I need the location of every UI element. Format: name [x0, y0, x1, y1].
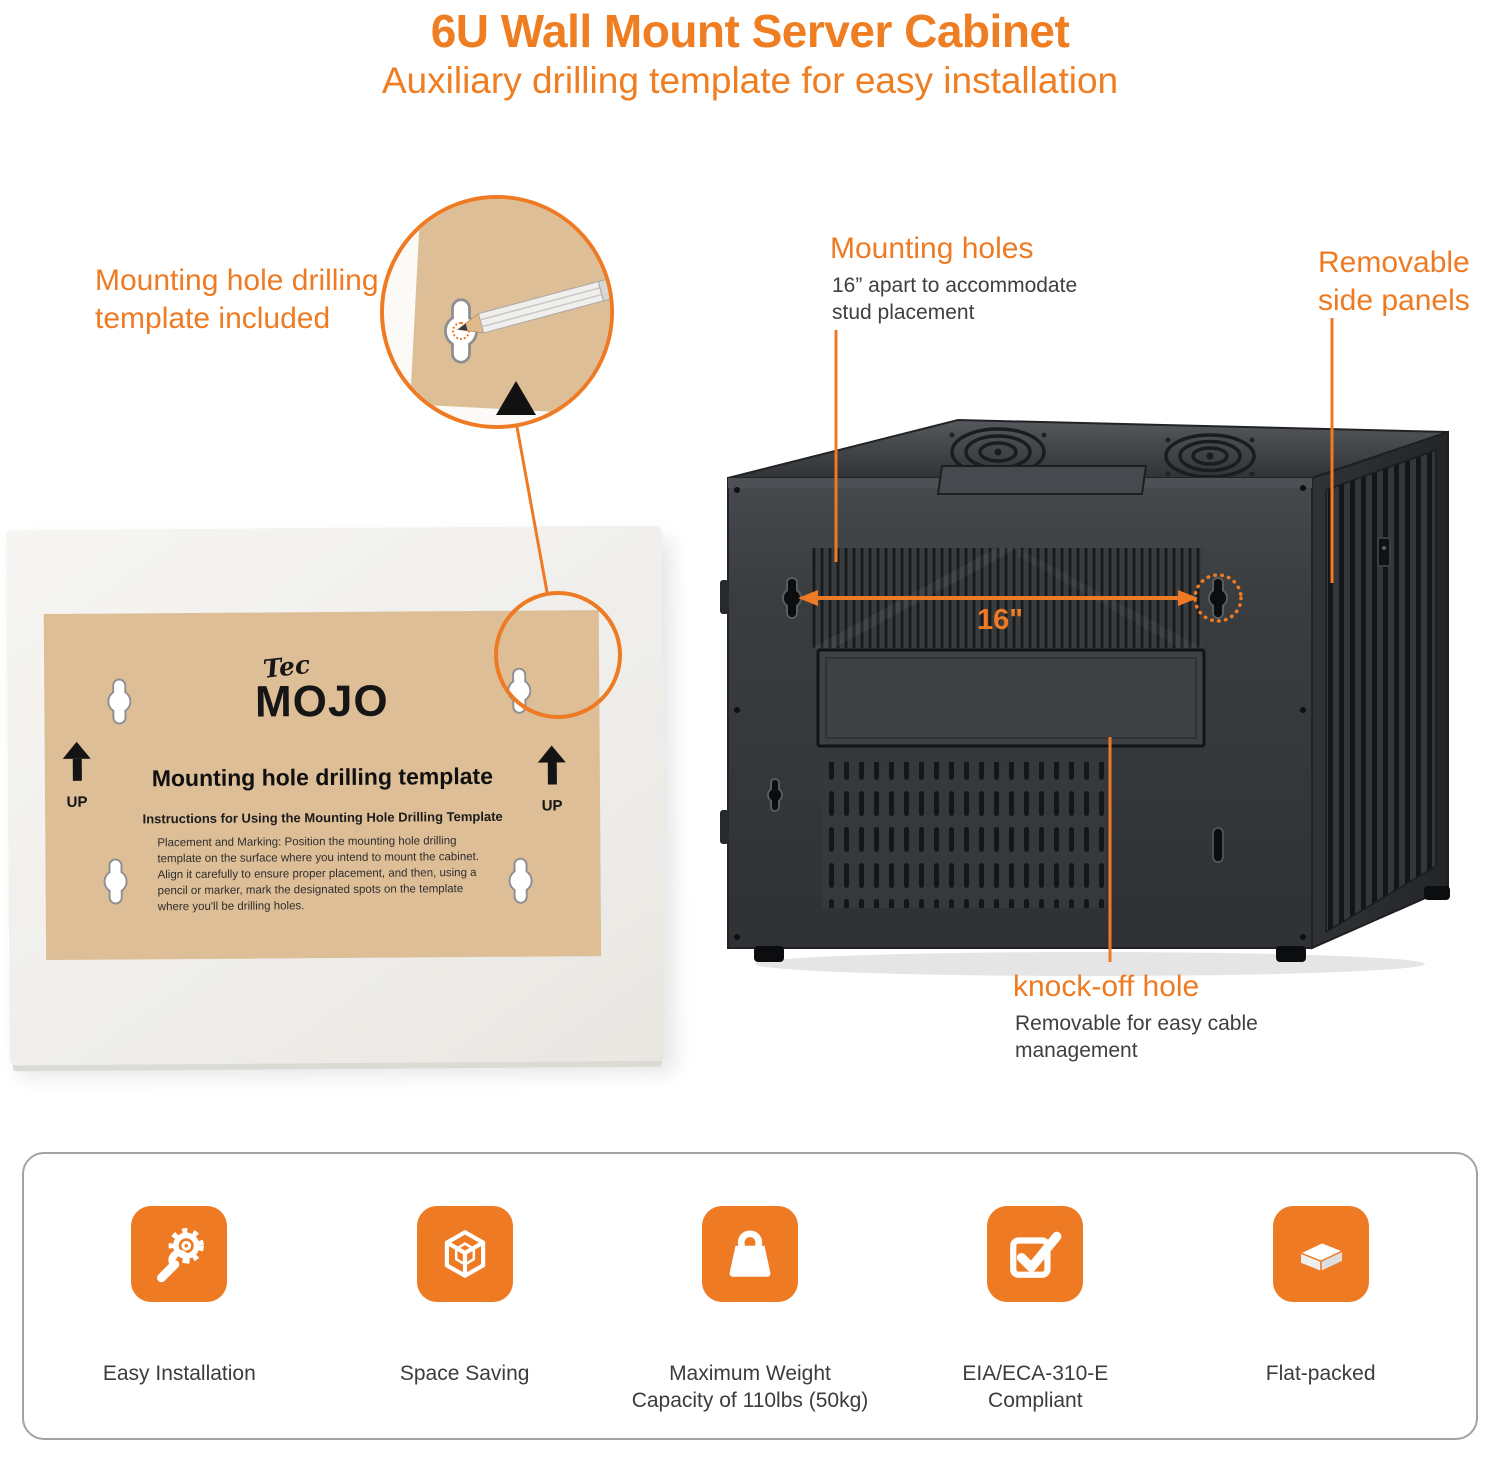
- up-label-right: UP: [541, 797, 563, 815]
- up-arrow-right: [535, 745, 569, 785]
- mounting-keyhole-left: [782, 577, 802, 619]
- cabinet-feet: [754, 886, 1450, 962]
- weight-icon: [701, 1206, 798, 1302]
- cabinet-back-panel: [720, 477, 1313, 949]
- cube-icon: [416, 1206, 513, 1302]
- feature-label: Maximum Weight Capacity of 110lbs (50kg): [631, 1362, 869, 1413]
- knock-off-subtext: Removable for easy cable management: [1015, 1012, 1258, 1063]
- feature-compliant: EIA/ECA-310-E Compliant: [905, 1206, 1165, 1415]
- cabinet-illustration: [720, 418, 1450, 976]
- cabinet-side-panel: [1311, 430, 1449, 950]
- page-title: 6U Wall Mount Server Cabinet: [430, 5, 1070, 57]
- template-keyhole-top-left: [107, 678, 132, 725]
- feature-label: EIA/ECA-310-E Compliant: [962, 1362, 1109, 1413]
- feature-label: Space Saving: [399, 1362, 530, 1385]
- up-label-left: UP: [66, 793, 88, 811]
- feature-label: Flat-packed: [1265, 1362, 1376, 1385]
- feature-weight-capacity: Maximum Weight Capacity of 110lbs (50kg): [620, 1206, 880, 1415]
- feature-easy-installation: Easy Installation: [49, 1206, 309, 1387]
- annotation-template-included: Mounting hole drilling template included: [95, 264, 379, 335]
- keyhole-bottom-right: [1212, 827, 1224, 863]
- cabinet-shadow: [755, 952, 1425, 976]
- pencil-icon: [456, 278, 610, 334]
- checkmark-icon: [987, 1206, 1084, 1302]
- template-keyhole-bottom-left: [103, 858, 128, 905]
- mounting-holes-subtext: 16” apart to accommodate stud placement: [832, 274, 1078, 325]
- wrench-gear-icon: [131, 1206, 228, 1302]
- zoom-up-arrowhead: [496, 381, 536, 415]
- template-title: Mounting hole drilling template: [151, 762, 494, 792]
- knock-off-label: knock-off hole: [1013, 970, 1200, 1003]
- template-instructions-heading: Instructions for Using the Mounting Hole…: [142, 808, 503, 827]
- dimension-label: 16": [976, 604, 1023, 636]
- feature-label: Easy Installation: [102, 1362, 256, 1385]
- flat-box-icon: [1272, 1206, 1369, 1302]
- up-arrow-left: [60, 741, 94, 781]
- side-panels-label: Removable side panels: [1318, 246, 1470, 317]
- template-keyhole-bottom-right: [508, 857, 533, 904]
- feature-flat-packed: Flat-packed: [1191, 1206, 1451, 1387]
- features-panel: Easy Installation Space Saving: [22, 1152, 1478, 1440]
- keyhole-bottom-left: [767, 778, 783, 812]
- page-subtitle: Auxiliary drilling template for easy ins…: [381, 60, 1119, 101]
- knock-off-panel: [816, 648, 1206, 748]
- zoom-circle-small: [494, 591, 622, 719]
- header: 6U Wall Mount Server Cabinet Auxiliary d…: [0, 4, 1500, 102]
- cable-cover-plate: [936, 465, 1148, 495]
- mounting-holes-label: Mounting holes: [830, 232, 1034, 265]
- zoom-circle-large: [380, 195, 614, 429]
- feature-space-saving: Space Saving: [335, 1206, 595, 1387]
- side-panel-latch: [1377, 537, 1391, 567]
- cabinet-lower-vents: [822, 762, 1106, 908]
- template-instructions-body: Placement and Marking: Position the moun…: [157, 835, 480, 914]
